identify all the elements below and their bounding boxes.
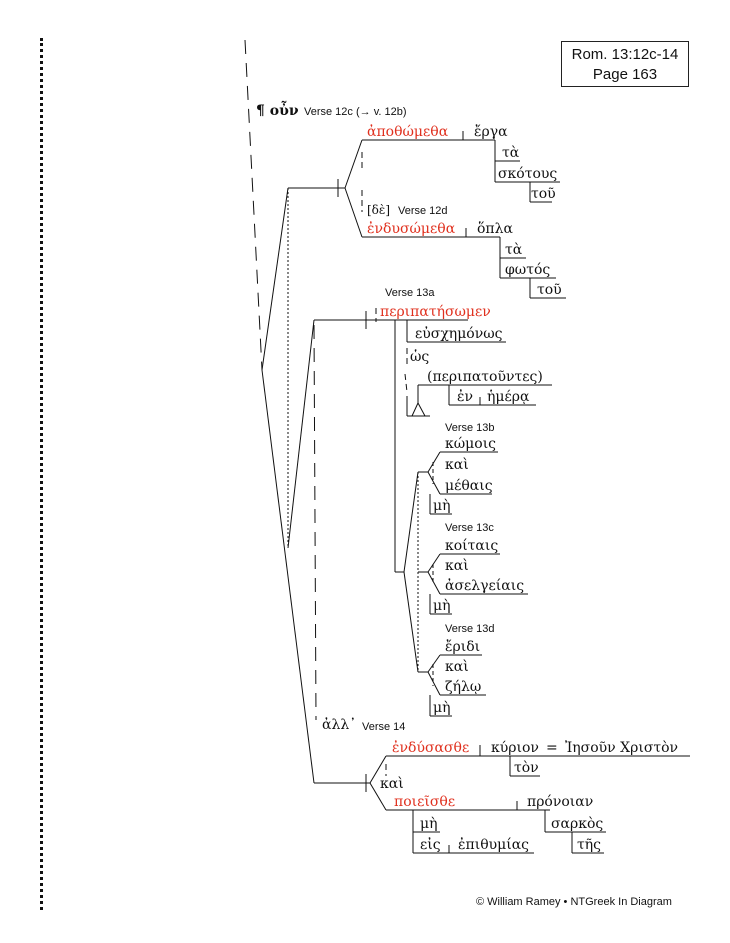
dashed-vertical-top [244, 39, 263, 371]
fork-12-down [344, 187, 363, 238]
word-kai-3: καὶ [445, 659, 469, 675]
dash-hos2 [404, 373, 408, 393]
word-peripatountes: (περιπατοῦντες) [427, 369, 543, 385]
word-skotous: σκότους [498, 166, 558, 182]
dashed-vertical-mid [313, 324, 317, 721]
link-12-13 [287, 319, 315, 549]
verse-12d-label: Verse 12d [398, 205, 448, 217]
word-sarkos: σαρκὸς [551, 816, 604, 832]
fork-13-up [403, 471, 419, 573]
word-hopla: ὅπλα [477, 221, 513, 237]
oun-conjunction: ¶ οὖν [256, 103, 299, 119]
word-komois: κώμοις [445, 436, 497, 452]
word-tou-2: τοῦ [537, 282, 562, 298]
word-koitais: κοίταις [445, 538, 499, 554]
reference-passage: Rom. 13:12c-14 [571, 46, 679, 63]
spine-lower [261, 369, 315, 784]
verse-13c-label: Verse 13c [445, 522, 494, 534]
c-fork-up [427, 553, 441, 573]
fork-14-up [369, 755, 387, 784]
word-me-2: μὴ [433, 598, 451, 614]
word-me-1: μὴ [433, 498, 451, 514]
b-fork-down [427, 471, 441, 495]
word-poieisthe: ποιεῖσθε [394, 794, 456, 810]
verse-13d-label: Verse 13d [445, 623, 495, 635]
tri-right [417, 402, 426, 417]
word-euschemonos: εὐσχημόνως [415, 326, 503, 342]
de-conjunction: [δὲ] [367, 203, 391, 217]
verse-14-label: Verse 14 [362, 721, 406, 733]
c-fork-down [427, 571, 441, 595]
word-en: ἐν [457, 389, 474, 405]
word-endusasthe: ἐνδύσασθε [392, 740, 470, 756]
word-aselgeiais: ἀσελγείαις [445, 578, 525, 594]
word-me-4: μὴ [420, 816, 438, 832]
spine-upper [261, 187, 289, 371]
word-peripatesomen: περιπατήσωμεν [380, 304, 491, 320]
verse-13a-label: Verse 13a [385, 287, 435, 299]
all-conjunction: ἀλλ᾽ [322, 717, 357, 733]
word-hemera: ἡμέρᾳ [487, 389, 530, 405]
verse-12c-label: Verse 12c (→ v. 12b) [304, 106, 407, 118]
word-kai-2: καὶ [445, 558, 469, 574]
fork-14-down [369, 782, 387, 811]
word-kai-1: καὶ [445, 457, 469, 473]
d-fork-down [427, 671, 441, 696]
reference-page: Page 163 [592, 66, 658, 83]
word-me-3: μὴ [433, 700, 451, 716]
fork-13-down [403, 571, 419, 673]
d-fork-up [427, 654, 441, 673]
word-kurion: κύριον [491, 740, 539, 756]
word-zelo: ζήλῳ [445, 679, 482, 695]
word-eis: εἰς [420, 837, 441, 853]
reference-box: Rom. 13:12c-14 Page 163 [561, 41, 689, 87]
b-fork-up [427, 451, 441, 473]
word-tou-1: τοῦ [531, 186, 556, 202]
word-photos: φωτός [505, 262, 551, 278]
word-iesoun: Ἰησοῦν Χριστὸν [565, 740, 679, 756]
word-eridi: ἔριδι [445, 639, 481, 655]
word-endusometha: ἐνδυσώμεθα [367, 221, 456, 237]
word-kai-4: καὶ [380, 776, 404, 792]
word-epithumias: ἐπιθυμίας [458, 837, 530, 853]
word-ton: τὸν [514, 760, 539, 776]
tri-left [411, 402, 419, 417]
word-erga: ἔργα [474, 124, 508, 140]
word-ta-1: τὰ [502, 145, 520, 161]
word-ta-2: τὰ [505, 242, 523, 258]
word-pronoian: πρόνοιαν [527, 794, 594, 810]
word-apothometha: ἀποθώμεθα [367, 124, 449, 140]
word-hos: ὡς [410, 349, 430, 365]
word-tes: τῆς [577, 837, 601, 853]
word-methais: μέθαις [445, 478, 493, 494]
left-margin-dotted-rule [40, 38, 43, 910]
fork-12-up [344, 139, 363, 189]
copyright-notice: © William Ramey • NTGreek In Diagram [476, 896, 672, 908]
verse-13b-label: Verse 13b [445, 422, 495, 434]
appositive-equals: = [546, 740, 558, 756]
